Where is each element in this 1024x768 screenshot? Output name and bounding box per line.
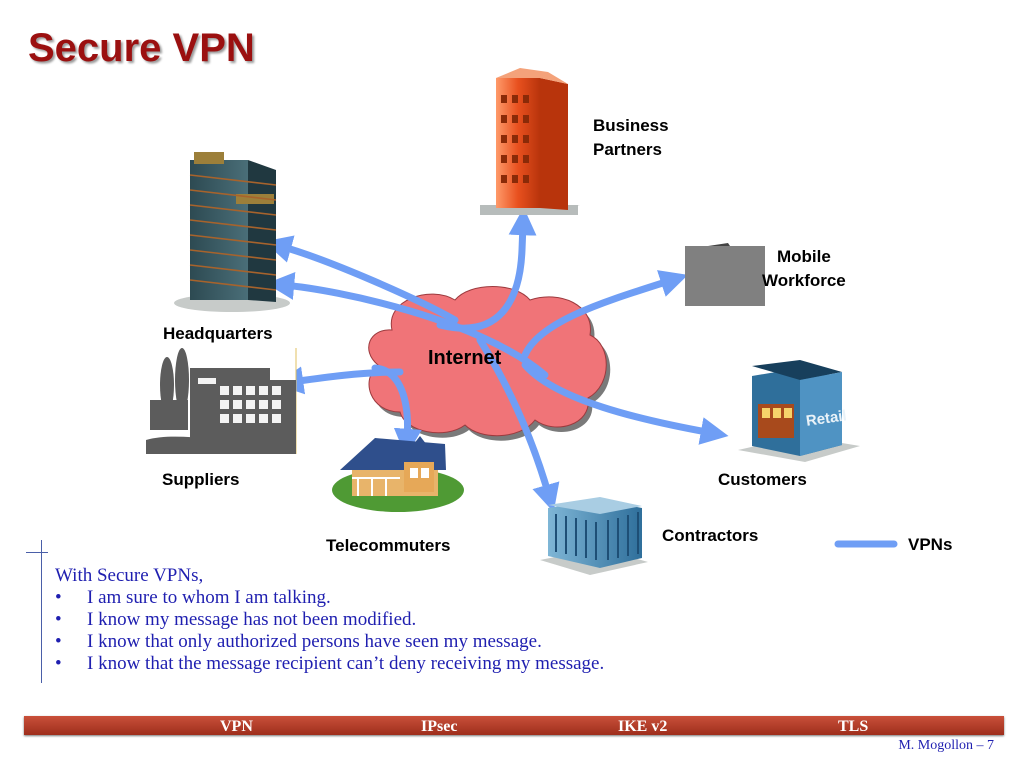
slide-title: Secure VPN: [28, 26, 255, 70]
customers-label: Customers: [718, 470, 807, 489]
contractors-label: Contractors: [662, 526, 759, 545]
footer-nav-tls[interactable]: TLS: [838, 718, 869, 735]
list-item: •I am sure to whom I am talking.: [55, 587, 331, 608]
footer-nav-vpn[interactable]: VPN: [220, 718, 253, 735]
text-frame-horizontal-line: [26, 552, 48, 553]
business-partners-building-icon: [480, 68, 580, 215]
bullet-dot-icon: •: [55, 609, 62, 630]
vpn-arrow-business-partners: [436, 207, 537, 332]
headquarters-label: Headquarters: [163, 324, 273, 343]
slide-credit: M. Mogollon – 7: [898, 738, 994, 753]
customers-retail-store-icon: Retail: [738, 360, 860, 462]
legend-vpn-label: VPNs: [908, 535, 953, 554]
vpn-arrow-telecommuters: [371, 364, 422, 457]
suppliers-label: Suppliers: [162, 470, 240, 489]
bullet-list-box: With Secure VPNs, •I am sure to whom I a…: [55, 565, 604, 675]
vpn-arrow-mobile-workforce: [521, 270, 688, 359]
bullet-intro: With Secure VPNs,: [55, 565, 204, 586]
footer-nav-bar: [24, 716, 1004, 735]
bullet-list: •I am sure to whom I am talking. •I know…: [55, 587, 604, 675]
business-partners-label: Business Partners: [593, 116, 669, 159]
retail-sign-text: Retail: [805, 407, 848, 430]
bullet-dot-icon: •: [55, 653, 62, 674]
suppliers-factory-icon: [146, 348, 297, 454]
telecommuters-house-icon: [332, 436, 464, 512]
contractors-building-icon: [540, 497, 648, 575]
vpn-links: [263, 207, 729, 513]
list-item: •I know my message has not been modified…: [55, 609, 417, 630]
headquarters-building-icon: [174, 152, 290, 312]
cloud-shape: [368, 286, 607, 437]
list-item: •I know that only authorized persons hav…: [55, 631, 542, 652]
mobile-workforce-label: Mobile Workforce: [762, 247, 846, 290]
vpn-arrow-customers: [521, 361, 729, 445]
bullet-dot-icon: •: [55, 587, 62, 608]
footer-nav-ike-v2[interactable]: IKE v2: [618, 718, 668, 735]
internet-label: Internet: [428, 347, 502, 369]
vpn-arrow-contractors: [476, 336, 560, 513]
text-frame-vertical-line: [41, 540, 42, 683]
mobile-workforce-icon: [685, 243, 765, 306]
telecommuters-label: Telecommuters: [326, 536, 451, 555]
list-item: •I know that the message recipient can’t…: [55, 653, 605, 674]
footer-nav-ipsec[interactable]: IPsec: [421, 718, 458, 735]
vpn-arrow-headquarters-2: [266, 272, 549, 379]
bullet-dot-icon: •: [55, 631, 62, 652]
vpn-arrow-headquarters: [263, 235, 459, 324]
